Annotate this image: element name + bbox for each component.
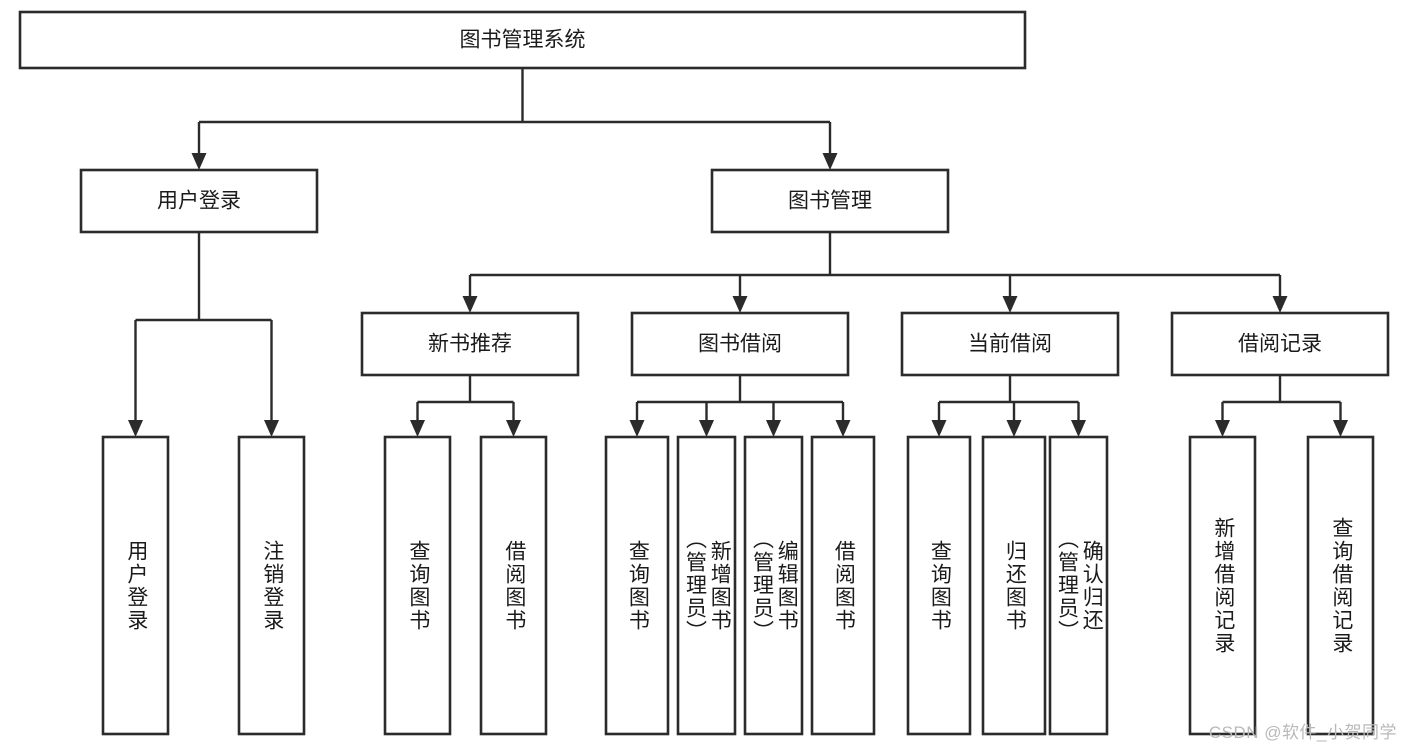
node-leaf-8[interactable] [906,435,972,736]
node-leaf-5-rect[interactable] [676,435,737,736]
node-leaf-9[interactable] [981,435,1047,736]
node-leaf-3[interactable] [479,435,548,736]
node-leaf-3-rect[interactable] [479,435,548,736]
node-leaf-0[interactable] [101,435,170,736]
node-level3-3[interactable]: 借阅记录 [1170,311,1390,377]
arrow-down-icon [699,420,714,437]
node-root-book-management-system-rect[interactable] [18,10,1027,70]
node-level3-1[interactable]: 图书借阅 [630,311,850,377]
node-leaf-6-rect[interactable] [743,435,804,736]
connectors-layer [128,68,1348,437]
arrow-down-icon [410,420,425,437]
node-leaf-6[interactable] [743,435,804,736]
node-root-book-management-system[interactable]: 图书管理系统 [18,10,1027,70]
arrow-down-icon [462,296,478,313]
node-leaf-7[interactable] [810,435,876,736]
node-level2-0-rect[interactable] [79,168,319,234]
arrow-down-icon [1333,420,1348,437]
node-leaf-12[interactable] [1306,435,1375,736]
node-leaf-1-rect[interactable] [237,435,306,736]
node-leaf-4-rect[interactable] [604,435,670,736]
node-leaf-11[interactable] [1188,435,1257,736]
node-level2-1-rect[interactable] [710,168,950,234]
arrow-down-icon [191,153,207,170]
arrow-down-icon [1272,296,1288,313]
node-level3-3-label: 借阅记录 [1238,333,1322,356]
node-level2-0[interactable]: 用户登录 [79,168,319,234]
arrow-down-icon [506,420,521,437]
arrow-down-icon [128,420,143,437]
node-level3-1-rect[interactable] [630,311,850,377]
node-level2-0-label: 用户登录 [157,190,241,213]
node-leaf-2[interactable] [383,435,452,736]
node-leaf-4[interactable] [604,435,670,736]
node-level3-3-rect[interactable] [1170,311,1390,377]
arrow-down-icon [1006,420,1022,437]
node-leaf-11-rect[interactable] [1188,435,1257,736]
node-root-book-management-system-label: 图书管理系统 [460,29,586,52]
node-leaf-0-rect[interactable] [101,435,170,736]
node-leaf-7-rect[interactable] [810,435,876,736]
arrow-down-icon [1071,420,1086,437]
arrow-down-icon [822,153,838,170]
arrow-down-icon [629,420,645,437]
node-level2-1[interactable]: 图书管理 [710,168,950,234]
node-leaf-2-rect[interactable] [383,435,452,736]
node-level3-0-label: 新书推荐 [428,333,512,356]
node-level3-0-rect[interactable] [360,311,580,377]
node-leaf-5[interactable] [676,435,737,736]
node-leaf-8-rect[interactable] [906,435,972,736]
node-leaf-10-rect[interactable] [1048,435,1109,736]
arrow-down-icon [1002,296,1018,313]
arrow-down-icon [1215,420,1230,437]
node-leaf-1[interactable] [237,435,306,736]
arrow-down-icon [835,420,851,437]
arrow-down-icon [931,420,947,437]
node-level3-2[interactable]: 当前借阅 [900,311,1120,377]
arrow-down-icon [732,296,748,313]
arrow-down-icon [264,420,279,437]
node-leaf-12-rect[interactable] [1306,435,1375,736]
node-leaf-9-rect[interactable] [981,435,1047,736]
node-leaf-10[interactable] [1048,435,1109,736]
node-level3-0[interactable]: 新书推荐 [360,311,580,377]
node-level3-2-label: 当前借阅 [968,333,1052,356]
node-level3-1-label: 图书借阅 [698,333,782,356]
node-level3-2-rect[interactable] [900,311,1120,377]
node-level2-1-label: 图书管理 [788,190,872,213]
arrow-down-icon [766,420,781,437]
